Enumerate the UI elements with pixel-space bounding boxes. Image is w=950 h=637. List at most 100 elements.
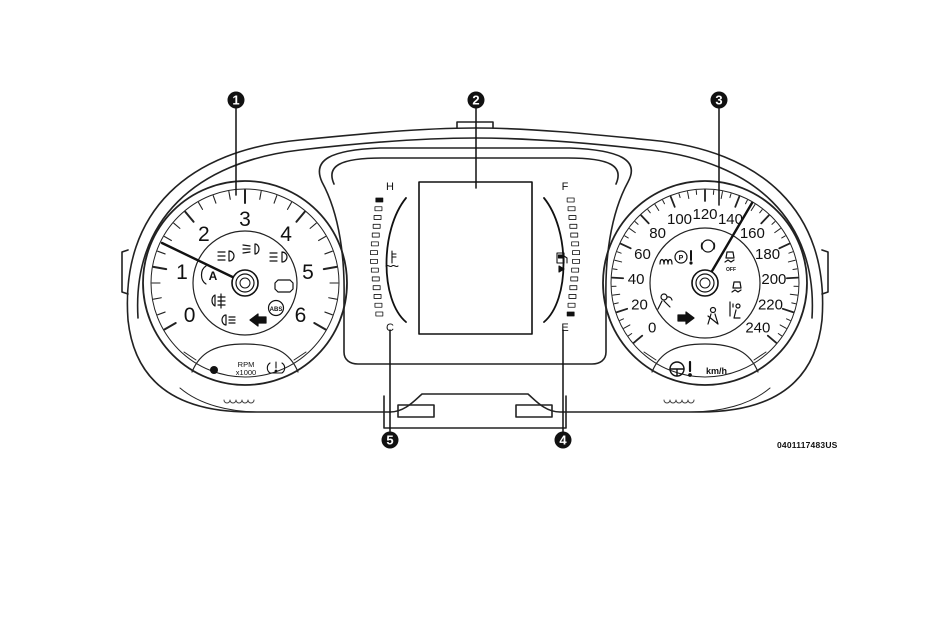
temperature-segment (370, 251, 377, 255)
speedometer-major-tick (617, 309, 627, 312)
engine-check-icon (275, 280, 293, 292)
temperature-segment (372, 233, 379, 237)
fuel-segment (570, 224, 577, 228)
traction-control-icon (732, 282, 741, 292)
temperature-segment (370, 259, 377, 263)
auto-icon-label: A (209, 269, 218, 283)
speedometer-minor-tick (648, 210, 650, 213)
speedometer-minor-tick (790, 294, 797, 295)
speedometer-minor-tick (788, 260, 795, 262)
fuel-segment (571, 277, 578, 281)
speedometer-number: 220 (758, 297, 783, 314)
temperature-segment (374, 216, 381, 220)
speedometer-number: 60 (634, 246, 651, 263)
tachometer-major-tick (153, 267, 166, 269)
temperature-segment (375, 207, 382, 211)
housing-ribbing (224, 400, 694, 403)
tire-pressure-icon (267, 362, 284, 373)
fuel-segment (571, 233, 578, 237)
tachometer-number: 6 (295, 304, 307, 327)
temperature-segment (375, 303, 382, 307)
svg-text:1: 1 (232, 93, 239, 108)
figure-id: 0401117483US (777, 440, 838, 450)
speedometer-minor-tick (628, 334, 631, 336)
fuel-segment (570, 286, 577, 290)
temperature-segments (370, 198, 382, 316)
speedometer-number: 40 (628, 271, 645, 288)
fuel-segment (568, 303, 575, 307)
turn-signal-left-icon (250, 314, 266, 326)
tachometer-minor-tick (329, 298, 337, 299)
speedometer-minor-tick (635, 222, 638, 225)
speedometer-number: 180 (755, 246, 780, 263)
fuel-segment (567, 312, 574, 316)
tachometer-minor-tick (288, 202, 292, 209)
speedometer-minor-tick (730, 194, 731, 198)
speedometer-number: 200 (761, 271, 786, 288)
speedometer-number: 0 (648, 319, 656, 336)
tachometer-minor-tick (229, 191, 230, 199)
auto-mode-icon: A (201, 266, 217, 284)
fuel-gauge: F E (544, 181, 580, 334)
fuel-segment (573, 251, 580, 255)
speedometer-minor-tick (624, 325, 630, 328)
parking-lights-icon (222, 315, 235, 325)
turn-signal-right-icon (678, 312, 694, 324)
speedometer-minor-tick (782, 236, 785, 238)
speedometer-minor-tick (679, 194, 680, 198)
esc-off-label: OFF (726, 267, 736, 273)
svg-text:4: 4 (559, 433, 567, 448)
temperature-segment (376, 198, 383, 202)
speedometer-minor-tick (663, 200, 665, 204)
airbag-icon (658, 294, 672, 309)
svg-text:P: P (679, 255, 684, 262)
callout-2: 2 (468, 92, 485, 109)
speedometer-major-tick (787, 278, 798, 279)
temperature-segment (372, 277, 379, 281)
speedometer-number: 100 (667, 211, 692, 228)
tachometer-number: 0 (184, 304, 196, 327)
speedometer-major-tick (779, 244, 789, 249)
tachometer-major-tick (164, 323, 175, 330)
glow-plug-icon (660, 260, 672, 265)
tachometer-minor-tick (174, 223, 180, 228)
rear-fog-light-icon (212, 294, 225, 308)
esc-off-icon: OFF (725, 252, 736, 273)
svg-text:3: 3 (715, 93, 722, 108)
temperature-segment (371, 242, 378, 246)
speedometer-minor-tick (655, 205, 659, 211)
speedometer-major-tick (761, 215, 769, 223)
temperature-segment (373, 286, 380, 290)
tachometer-minor-tick (274, 196, 277, 204)
seatbelt-reminder-icon (708, 308, 718, 325)
parking-brake-icon: P (675, 251, 692, 264)
speedometer-major-tick (612, 278, 623, 279)
tachometer-minor-tick (260, 191, 261, 199)
tachometer-major-tick (296, 212, 304, 222)
speedometer-major-tick (671, 197, 675, 207)
tachometer-number: 4 (280, 223, 292, 246)
speedometer-minor-tick (746, 200, 748, 204)
speedometer-minor-tick (792, 303, 796, 304)
tachometer-minor-tick (319, 237, 326, 241)
speedometer-minor-tick (614, 303, 618, 304)
indicator-dot-icon (210, 366, 218, 374)
passenger-airbag-off-icon (730, 302, 740, 318)
tachometer-minor-tick (325, 312, 333, 315)
speedometer-minor-tick (613, 294, 620, 295)
tachometer-major-tick (314, 323, 325, 330)
speedometer-major-tick (783, 309, 793, 312)
auto-high-beam-icon (270, 252, 287, 262)
low-beam-headlight-icon (218, 251, 234, 261)
tachometer-number: 3 (239, 208, 251, 231)
svg-text:2: 2 (472, 93, 479, 108)
callout-4: 4 (555, 432, 572, 449)
speedometer-minor-tick (688, 192, 689, 199)
center-display (419, 182, 532, 334)
temperature-segment (376, 312, 383, 316)
tachometer-needle (162, 243, 245, 283)
speedometer-minor-tick (625, 236, 628, 238)
callout-3: 3 (711, 92, 728, 109)
